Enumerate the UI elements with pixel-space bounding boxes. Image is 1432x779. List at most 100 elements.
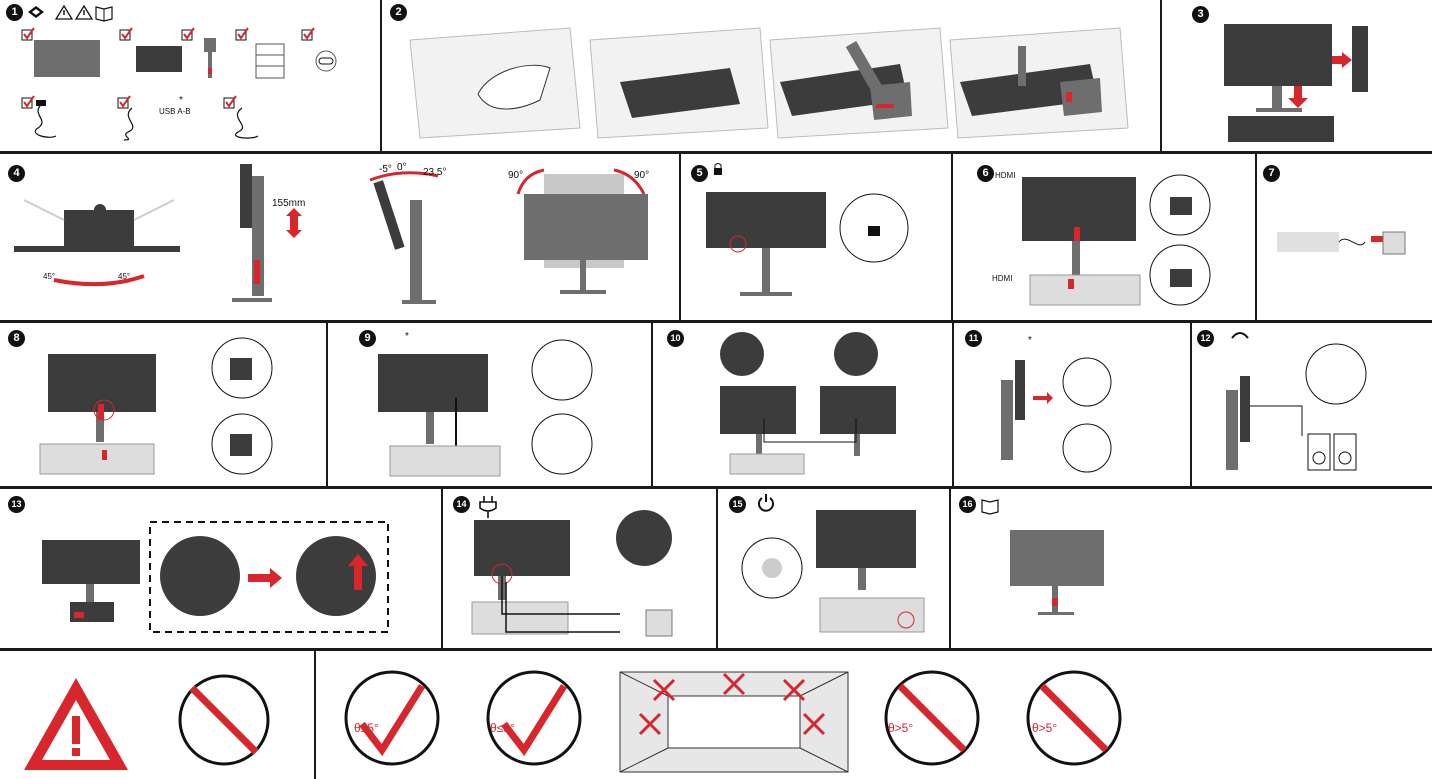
audio-cable-illustration xyxy=(1277,231,1406,255)
manual-icon xyxy=(95,6,113,22)
col-divider xyxy=(679,154,681,320)
checkbox-icon xyxy=(301,27,315,41)
col-divider xyxy=(314,651,316,779)
tilt-not-ok-icon xyxy=(1026,670,1122,766)
daisy-chain-illustration xyxy=(720,332,896,475)
mounting-tilt-warnings xyxy=(344,670,1122,773)
usb-connection-illustration xyxy=(378,339,593,477)
displayport-connection-illustration xyxy=(39,337,273,475)
safety-icons xyxy=(28,4,113,22)
hdmi-label-top: HDMI xyxy=(995,171,1016,180)
warning-section xyxy=(24,674,270,770)
tilt-ok-icon xyxy=(344,670,440,766)
warning-icon xyxy=(74,4,94,20)
warning-icon xyxy=(54,4,74,20)
step-number-14: 14 xyxy=(453,496,470,513)
swivel-left-label: 45° xyxy=(43,272,56,281)
col-divider xyxy=(949,489,951,648)
tilt-zero-label: 0° xyxy=(397,162,407,173)
plug-icon xyxy=(479,496,497,518)
col-divider xyxy=(951,154,953,320)
step-number-13: 13 xyxy=(8,496,25,513)
power-cable-icon xyxy=(34,103,57,138)
tilt-ok-label-1: θ≤5° xyxy=(354,721,379,735)
monitor-panel-icon xyxy=(34,40,100,77)
step-number-11: 11 xyxy=(965,330,982,347)
arrow-right-icon xyxy=(1332,52,1352,68)
optional-asterisk: * xyxy=(405,331,409,342)
pivot-left-label: 90° xyxy=(508,170,524,181)
step-number-9: 9 xyxy=(359,330,376,347)
hdmi-connection-illustration xyxy=(1022,174,1211,306)
step-number-3: 3 xyxy=(1192,6,1209,23)
step-number-16: 16 xyxy=(959,496,976,513)
kensington-lock-illustration xyxy=(706,163,909,296)
arrow-down-icon xyxy=(1288,86,1308,108)
tilt-arrow-icon xyxy=(369,171,439,182)
col-divider xyxy=(326,323,328,486)
step-number-6: 6 xyxy=(977,165,994,182)
no-touch-screen-icon xyxy=(178,674,270,766)
arrow-up-icon xyxy=(348,554,368,590)
col-divider xyxy=(380,0,382,151)
tilt-minus-label: -5° xyxy=(379,164,392,175)
checkbox-icon xyxy=(223,95,237,109)
step-number-7: 7 xyxy=(1263,165,1280,182)
checkbox-icon xyxy=(119,27,133,41)
warning-triangle-icon xyxy=(24,678,128,770)
stand-assembly-illustration xyxy=(409,27,1129,139)
optional-asterisk: * xyxy=(1028,335,1032,346)
col-divider xyxy=(441,489,443,648)
row-divider-2 xyxy=(0,320,1432,323)
swivel-arrow-icon xyxy=(53,274,145,287)
tilt-not-ok-icon xyxy=(884,670,980,766)
row-divider-1 xyxy=(0,151,1432,154)
monitor-final-illustration xyxy=(981,499,1104,615)
arrow-right-icon xyxy=(248,568,282,588)
port-panel-icon xyxy=(1228,116,1334,142)
tilt-ok-label-2: θ≤5° xyxy=(490,721,515,735)
swivel-right-label: 45° xyxy=(118,272,131,281)
col-divider xyxy=(716,489,718,648)
checkbox-icon xyxy=(181,27,195,41)
tilt-ok-icon xyxy=(486,670,582,766)
checkbox-icon xyxy=(21,27,35,41)
checkbox-icon xyxy=(117,95,131,109)
recycle-icon xyxy=(28,6,44,18)
monitor-rear-icon xyxy=(1224,24,1332,86)
tilt-plus-label: 23.5° xyxy=(423,167,447,178)
col-divider xyxy=(1255,154,1257,320)
step-number-1: 1 xyxy=(6,4,23,21)
stand-icon xyxy=(204,38,216,52)
row-divider-3 xyxy=(0,486,1432,489)
tilt-bad-label-1: θ>5° xyxy=(888,721,914,735)
checkbox-icon xyxy=(235,27,249,41)
step-number-4: 4 xyxy=(8,165,25,182)
power-on-illustration xyxy=(741,494,925,633)
col-divider xyxy=(1190,323,1192,486)
display-cable-icon xyxy=(235,107,259,139)
step-number-15: 15 xyxy=(729,496,746,513)
power-icon xyxy=(758,494,774,512)
height-label: 155mm xyxy=(272,198,306,209)
cable-cover-illustration xyxy=(1224,24,1368,142)
step-number-10: 10 xyxy=(667,330,684,347)
cable-management-illustration xyxy=(42,521,389,633)
room-mount-icon xyxy=(619,671,849,773)
usb-side-connection-illustration xyxy=(1001,357,1112,473)
optional-asterisk: * xyxy=(179,95,183,106)
manual-icon xyxy=(981,499,999,515)
col-divider xyxy=(1160,0,1162,151)
disc-icon xyxy=(315,50,337,72)
row-divider-4 xyxy=(0,648,1432,651)
checkbox-icon xyxy=(21,95,35,109)
lock-icon xyxy=(714,163,722,175)
headphone-icon xyxy=(1231,332,1249,339)
package-contents xyxy=(21,27,337,141)
col-divider xyxy=(952,323,954,486)
adjustment-illustration xyxy=(14,164,648,304)
step-number-8: 8 xyxy=(8,330,25,347)
usb-ab-label: USB A-B xyxy=(159,107,191,116)
pivot-right-label: 90° xyxy=(634,170,650,181)
tilt-bad-label-2: θ>5° xyxy=(1032,721,1058,735)
